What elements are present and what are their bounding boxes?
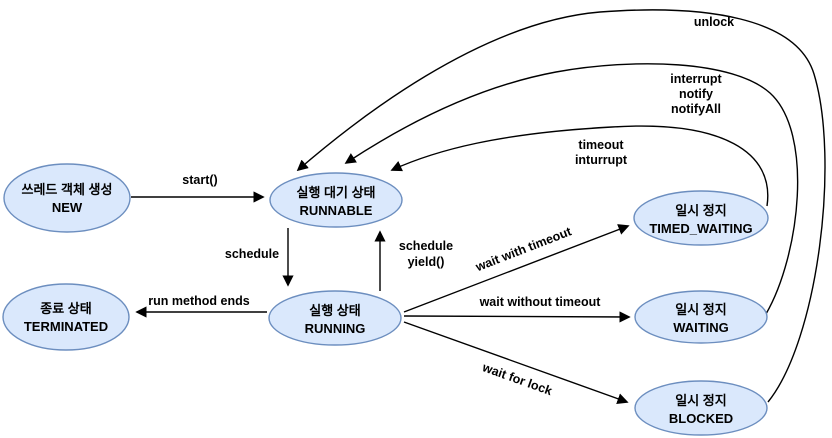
transition-interrupt-notify: interrupt notify notifyAll (344, 63, 799, 315)
transition-interrupt-notify-label-line1: interrupt (670, 72, 722, 86)
state-running-label-ko: 실행 상태 (309, 303, 360, 318)
transition-wait-for-lock: wait for lock (403, 321, 629, 405)
transition-wait-with-timeout-label: wait with timeout (473, 224, 574, 274)
transition-interrupt-notify-label-line3: notifyAll (671, 102, 721, 116)
transition-wait-without-timeout-label: wait without timeout (479, 295, 602, 309)
transition-timeout-inturrupt-label-line1: timeout (578, 138, 624, 152)
state-blocked-ellipse (634, 380, 768, 436)
transition-unlock-arrow (296, 9, 826, 403)
state-timed-waiting-label-ko: 일시 정지 (675, 203, 726, 218)
state-blocked: 일시 정지 BLOCKED (634, 380, 768, 436)
state-timed-waiting-label-en: TIMED_WAITING (649, 221, 752, 236)
transition-wait-without-timeout-arrow (403, 311, 631, 323)
state-waiting-label-ko: 일시 정지 (675, 302, 726, 317)
state-terminated-label-ko: 종료 상태 (40, 301, 91, 316)
state-runnable: 실행 대기 상태 RUNNABLE (269, 172, 403, 228)
transition-schedule-yield: schedule yield() (374, 230, 453, 291)
transition-schedule-label: schedule (225, 247, 279, 261)
state-waiting: 일시 정지 WAITING (634, 290, 768, 344)
transition-interrupt-notify-arrow (344, 63, 799, 315)
state-new: 쓰레드 객체 생성 NEW (3, 163, 131, 233)
state-timed-waiting-ellipse (633, 190, 769, 246)
state-blocked-label-ko: 일시 정지 (675, 393, 726, 408)
transition-run-method-ends-label: run method ends (148, 294, 249, 308)
transition-wait-for-lock-label: wait for lock (480, 360, 554, 398)
state-runnable-label-ko: 실행 대기 상태 (297, 185, 376, 200)
state-running: 실행 상태 RUNNING (268, 290, 402, 346)
transition-start: start() (131, 173, 265, 203)
state-terminated-ellipse (2, 283, 130, 351)
transition-timeout-inturrupt-arrow (390, 125, 769, 207)
transition-schedule-yield-label-line1: schedule (399, 239, 453, 253)
state-waiting-label-en: WAITING (673, 320, 729, 335)
state-new-label-ko: 쓰레드 객체 생성 (22, 182, 113, 197)
transition-wait-without-timeout: wait without timeout (403, 295, 631, 323)
state-terminated-label-en: TERMINATED (24, 319, 108, 334)
transition-wait-for-lock-arrow (403, 321, 629, 405)
state-running-ellipse (268, 290, 402, 346)
state-waiting-ellipse (634, 290, 768, 344)
state-runnable-ellipse (269, 172, 403, 228)
state-blocked-label-en: BLOCKED (669, 411, 733, 426)
state-new-ellipse (3, 163, 131, 233)
transition-timeout-inturrupt-label-line2: inturrupt (575, 153, 628, 167)
transition-interrupt-notify-label-line2: notify (679, 87, 713, 101)
state-runnable-label-en: RUNNABLE (300, 203, 373, 218)
state-running-label-en: RUNNING (305, 321, 366, 336)
transition-schedule: schedule (225, 228, 294, 287)
transition-schedule-yield-label-line2: yield() (408, 255, 445, 269)
state-timed-waiting: 일시 정지 TIMED_WAITING (633, 190, 769, 246)
state-new-label-en: NEW (52, 200, 83, 215)
state-terminated: 종료 상태 TERMINATED (2, 283, 130, 351)
transition-start-label: start() (182, 173, 217, 187)
transition-wait-with-timeout-arrow (403, 224, 630, 313)
transition-run-method-ends: run method ends (135, 294, 267, 318)
transition-unlock-label: unlock (694, 15, 734, 29)
transition-timeout-inturrupt: timeout inturrupt (390, 125, 769, 207)
transition-unlock: unlock (296, 9, 826, 403)
